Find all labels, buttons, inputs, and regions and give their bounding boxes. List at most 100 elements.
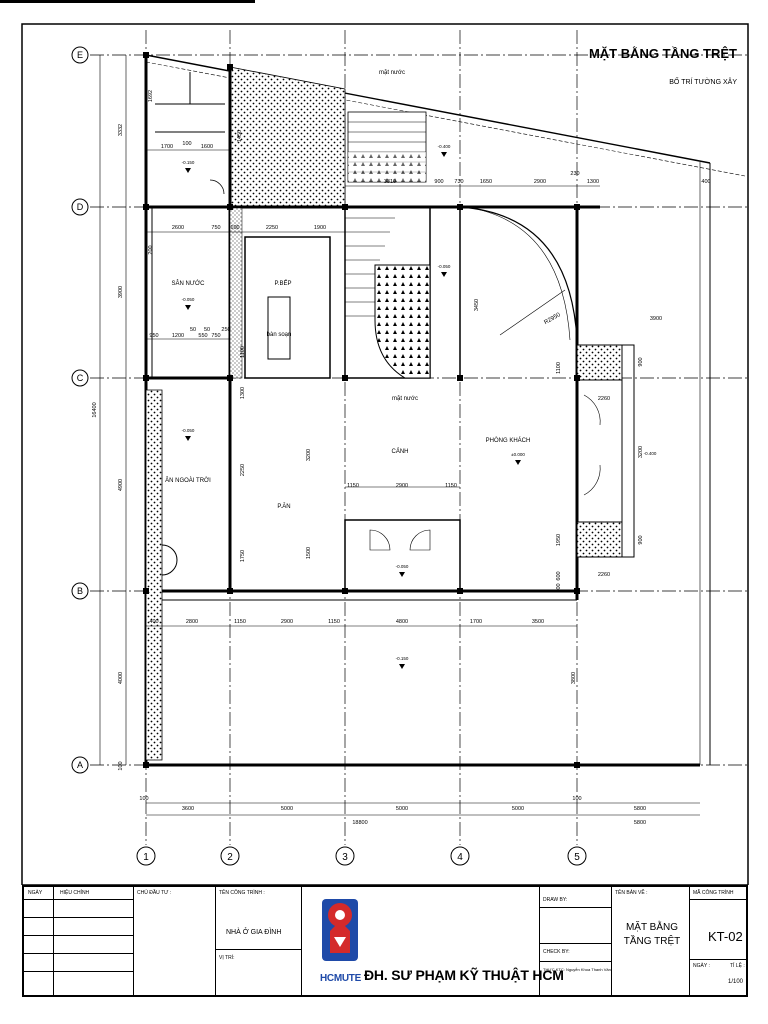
svg-text:750: 750 bbox=[211, 225, 220, 231]
living-label: PHÒNG KHÁCH bbox=[486, 437, 531, 444]
floor-plan-drawing: E D C B A 1 2 3 4 5 MẶT BẰNG TẦNG TRỆT B… bbox=[21, 23, 749, 885]
svg-text:1450: 1450 bbox=[237, 130, 243, 142]
svg-text:3310: 3310 bbox=[384, 179, 396, 185]
university-name: ĐH. SƯ PHẠM KỸ THUẬT HCM bbox=[364, 967, 564, 983]
project-cell: TÊN CÔNG TRÌNH : NHÀ Ở GIA ĐÌNH VỊ TRÍ: bbox=[216, 887, 302, 995]
svg-text:-0.400: -0.400 bbox=[644, 451, 657, 456]
svg-text:1692: 1692 bbox=[148, 90, 154, 102]
svg-text:1600: 1600 bbox=[201, 144, 213, 150]
svg-text:900: 900 bbox=[638, 535, 644, 544]
svg-text:3900: 3900 bbox=[118, 286, 124, 298]
kitchen-label: P.BẾP bbox=[275, 280, 292, 287]
sheet-border bbox=[21, 23, 749, 885]
rev-date-col: NGÀY bbox=[24, 887, 54, 995]
svg-text:1200: 1200 bbox=[172, 333, 184, 339]
svg-text:900: 900 bbox=[434, 179, 443, 185]
svg-text:5800: 5800 bbox=[634, 806, 646, 812]
project-name-label: TÊN CÔNG TRÌNH : bbox=[219, 890, 265, 896]
svg-text:2900: 2900 bbox=[396, 483, 408, 489]
svg-text:2250: 2250 bbox=[240, 464, 246, 476]
yard-label: ÂN NGOÀI TRỜI bbox=[165, 477, 211, 484]
svg-text:16400: 16400 bbox=[92, 402, 98, 417]
svg-text:1650: 1650 bbox=[480, 179, 492, 185]
svg-text:950: 950 bbox=[149, 333, 158, 339]
svg-text:750: 750 bbox=[211, 333, 220, 339]
logo-wordmark: HCMUTE bbox=[320, 973, 361, 984]
svg-text:100: 100 bbox=[118, 761, 124, 770]
draw-cell: DRAW BY: CHECK BY: THỰC KTC: Nguyễn Khoa… bbox=[540, 887, 612, 995]
svg-text:R2950: R2950 bbox=[543, 312, 562, 326]
side-court bbox=[145, 389, 163, 761]
sheet-name-cell: TÊN BẢN VẼ : MẶT BẰNG TẦNG TRỆT bbox=[612, 887, 690, 995]
svg-text:730: 730 bbox=[454, 179, 463, 185]
water-mid-label: mặt nước bbox=[392, 396, 418, 402]
hcmute-logo-icon bbox=[322, 899, 358, 961]
svg-text:1750: 1750 bbox=[240, 550, 246, 562]
svg-text:2250: 2250 bbox=[266, 225, 278, 231]
garden-room bbox=[344, 519, 461, 592]
dimension-lines bbox=[99, 55, 700, 816]
svg-text:200: 200 bbox=[148, 245, 154, 254]
svg-text:5800: 5800 bbox=[634, 820, 646, 826]
svg-text:-0.050: -0.050 bbox=[396, 564, 409, 569]
svg-text:3900: 3900 bbox=[650, 316, 662, 322]
svg-text:230: 230 bbox=[570, 171, 579, 177]
svg-text:400: 400 bbox=[149, 619, 158, 625]
svg-text:50: 50 bbox=[204, 327, 210, 333]
svg-text:4000: 4000 bbox=[118, 672, 124, 684]
svg-text:-0.150: -0.150 bbox=[182, 160, 195, 165]
svg-text:5000: 5000 bbox=[512, 806, 524, 812]
drawing-subtitle: BỐ TRÍ TƯỜNG XÂY bbox=[669, 76, 737, 86]
svg-text:-0.050: -0.050 bbox=[182, 297, 195, 302]
water-yard-label: SÂN NƯỚC bbox=[172, 280, 206, 287]
drawing-title: MẶT BẰNG TẦNG TRỆT bbox=[589, 46, 737, 61]
university-cell: HCMUTE ĐH. SƯ PHẠM KỸ THUẬT HCM bbox=[302, 887, 564, 995]
svg-text:200: 200 bbox=[556, 583, 562, 592]
dining-label: P.ĂN bbox=[277, 503, 290, 510]
svg-text:3800: 3800 bbox=[571, 672, 577, 684]
svg-text:3200: 3200 bbox=[306, 449, 312, 461]
project-name: NHÀ Ở GIA ĐÌNH bbox=[226, 929, 282, 936]
svg-text:1300: 1300 bbox=[240, 387, 246, 399]
draw-by-label: DRAW BY: bbox=[543, 897, 568, 903]
svg-text:1150: 1150 bbox=[234, 619, 246, 625]
grid-bubbles-cols bbox=[136, 846, 587, 866]
sheet-title-line1: MẶT BẰNG bbox=[625, 922, 679, 933]
water-top-label: mặt nước bbox=[379, 70, 405, 76]
svg-text:100: 100 bbox=[139, 796, 148, 802]
svg-text:1700: 1700 bbox=[470, 619, 482, 625]
grid-label-2: 2 bbox=[227, 852, 233, 863]
svg-text:5000: 5000 bbox=[396, 806, 408, 812]
grid-label-1: 1 bbox=[143, 852, 149, 863]
svg-text:4900: 4900 bbox=[118, 479, 124, 491]
date-header: NGÀY bbox=[28, 890, 43, 896]
svg-text:900: 900 bbox=[638, 357, 644, 366]
owner-label: CHỦ ĐẦU TƯ : bbox=[137, 890, 172, 896]
svg-text:1900: 1900 bbox=[314, 225, 326, 231]
svg-text:1150: 1150 bbox=[347, 483, 359, 489]
svg-text:100: 100 bbox=[230, 225, 239, 231]
grid-label-e: E bbox=[77, 50, 83, 60]
svg-text:1150: 1150 bbox=[328, 619, 340, 625]
svg-text:1950: 1950 bbox=[556, 534, 562, 546]
svg-text:5000: 5000 bbox=[281, 806, 293, 812]
check-by-label: CHECK BY: bbox=[543, 949, 570, 955]
svg-text:3200: 3200 bbox=[638, 446, 644, 458]
svg-text:3332: 3332 bbox=[118, 124, 124, 136]
date-label: NGÀY : bbox=[693, 963, 710, 969]
svg-text:550: 550 bbox=[198, 333, 207, 339]
svg-text:1150: 1150 bbox=[445, 483, 457, 489]
kitchen-room bbox=[244, 236, 331, 379]
svg-text:100: 100 bbox=[182, 141, 191, 147]
counter-label: bàn soạn bbox=[267, 332, 292, 338]
svg-text:3450: 3450 bbox=[474, 299, 480, 311]
owner-cell: CHỦ ĐẦU TƯ : bbox=[134, 887, 216, 995]
project-code-label: MÃ CÔNG TRÌNH bbox=[693, 890, 734, 896]
scale-value: 1/100 bbox=[728, 979, 744, 985]
svg-text:1700: 1700 bbox=[161, 144, 173, 150]
sheet-title-line2: TẦNG TRỆT bbox=[623, 936, 681, 947]
grid-label-5: 5 bbox=[574, 852, 580, 863]
svg-text:4800: 4800 bbox=[396, 619, 408, 625]
svg-text:600: 600 bbox=[556, 571, 562, 580]
svg-text:-0.150: -0.150 bbox=[396, 656, 409, 661]
